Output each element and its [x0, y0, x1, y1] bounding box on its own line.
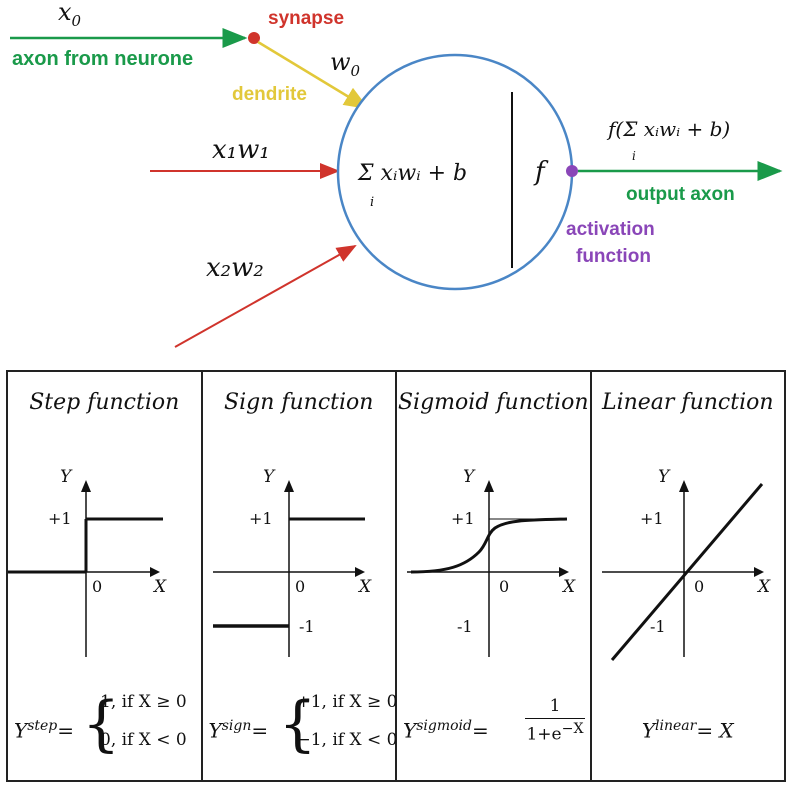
linear-curve: [610, 483, 763, 661]
dendrite-line: [257, 40, 370, 110]
formula-fraction: 1 1+e−X: [525, 696, 585, 745]
panel-title: Linear function: [601, 390, 774, 415]
origin-label: 0: [694, 577, 704, 596]
y-axis-arrow: [283, 480, 294, 492]
formula-case-1: 1, if X ≥ 0: [100, 692, 187, 712]
x-axis-label: X: [561, 577, 576, 597]
plus-one-tick-label: +1: [640, 509, 664, 528]
neuron-diagram: x0 axon from neurone synapse w0 dendrite…: [10, 0, 783, 348]
plus-one-tick-label: +1: [48, 509, 72, 528]
panel-title: Sigmoid function: [397, 390, 589, 415]
formula-case-2: −1, if X < 0: [296, 730, 398, 750]
x-axis-arrow: [559, 567, 569, 577]
sign-function-panel: Sign function Y X 0 +1 -1 Ysign= { +1, i…: [203, 372, 398, 780]
sigmoid-function-panel: Sigmoid function Y X 0 +1 -1 Ysigmoid= 1…: [397, 372, 592, 780]
formula-lhs: Ysigmoid=: [403, 718, 489, 743]
output-subscript: i: [632, 149, 636, 163]
x1w1-label: x₁w₁: [212, 135, 270, 165]
formula-numerator: 1: [525, 696, 585, 719]
output-axon-label: output axon: [626, 184, 735, 205]
minus-one-tick-label: -1: [650, 617, 666, 636]
minus-one-tick-label: -1: [457, 617, 473, 636]
y-axis-arrow: [81, 480, 91, 492]
synapse-label: synapse: [268, 8, 344, 29]
plus-one-tick-label: +1: [451, 509, 475, 528]
minus-one-tick-label: -1: [299, 617, 315, 636]
x2w2-label: x₂w₂: [206, 253, 264, 283]
linear-formula: Ylinear= X: [592, 690, 785, 770]
sign-formula: Ysign= { +1, if X ≥ 0 −1, if X < 0: [203, 689, 398, 770]
output-expression: f(Σ xᵢwᵢ + b): [606, 117, 730, 141]
activation-function-label-line1: activation: [566, 219, 655, 240]
formula-brace: {: [82, 689, 121, 759]
formula-lhs: Ysign=: [208, 718, 269, 743]
x0-label: x0: [58, 0, 82, 30]
linear-function-plot: Y X 0 +1 -1: [601, 467, 771, 661]
activation-dot: [566, 165, 578, 177]
origin-label: 0: [499, 577, 509, 596]
activation-functions-table: Step function Y X 0 +1 Ystep= { 1, if X …: [6, 370, 786, 782]
formula-denominator: 1+e−X: [526, 721, 584, 745]
formula-lhs: Ylinear= X: [641, 718, 734, 743]
y-axis-arrow: [678, 480, 689, 492]
origin-label: 0: [295, 577, 305, 596]
step-formula: Ystep= { 1, if X ≥ 0 0, if X < 0: [8, 690, 201, 770]
panel-title: Step function: [29, 390, 180, 415]
sigmoid-formula: Ysigmoid= 1 1+e−X: [397, 690, 590, 770]
formula-case-1: +1, if X ≥ 0: [296, 692, 398, 712]
sigmoid-curve: [410, 517, 568, 574]
x-axis-label: X: [756, 577, 771, 597]
x-axis-arrow: [354, 567, 365, 577]
sum-subscript: i: [370, 195, 374, 210]
formula-lhs: Ystep=: [14, 718, 75, 743]
step-function-panel: Step function Y X 0 +1 Ystep= { 1, if X …: [8, 372, 203, 780]
axon-from-neurone-label: axon from neurone: [12, 48, 193, 70]
w0-label: w0: [330, 48, 361, 80]
y-axis-label: Y: [463, 467, 476, 487]
x-axis-arrow: [753, 567, 764, 577]
panel-title: Sign function: [224, 390, 374, 415]
y-axis-label: Y: [263, 467, 276, 487]
x-axis-arrow: [150, 567, 160, 577]
linear-function-panel: Linear function Y X 0 +1 -1 Ylinear= X: [592, 372, 785, 780]
x-axis-label: X: [152, 577, 167, 597]
formula-brace: {: [278, 689, 317, 759]
y-axis-label: Y: [60, 467, 73, 487]
activation-function-label-line2: function: [576, 246, 651, 267]
sign-function-plot: Y X 0 +1 -1: [212, 467, 372, 657]
x-axis-label: X: [357, 577, 372, 597]
origin-label: 0: [92, 577, 102, 596]
y-axis-arrow: [484, 480, 494, 492]
sum-expression: Σ xᵢwᵢ + b: [357, 161, 467, 186]
dendrite-label: dendrite: [232, 84, 307, 105]
step-function-plot: Y X 0 +1: [8, 467, 167, 657]
formula-case-2: 0, if X < 0: [100, 730, 187, 750]
sigmoid-function-plot: Y X 0 +1 -1: [407, 467, 576, 657]
x2-input-line: [174, 245, 357, 348]
y-axis-label: Y: [658, 467, 671, 487]
plus-one-tick-label: +1: [249, 509, 273, 528]
synapse-dot: [248, 32, 260, 44]
